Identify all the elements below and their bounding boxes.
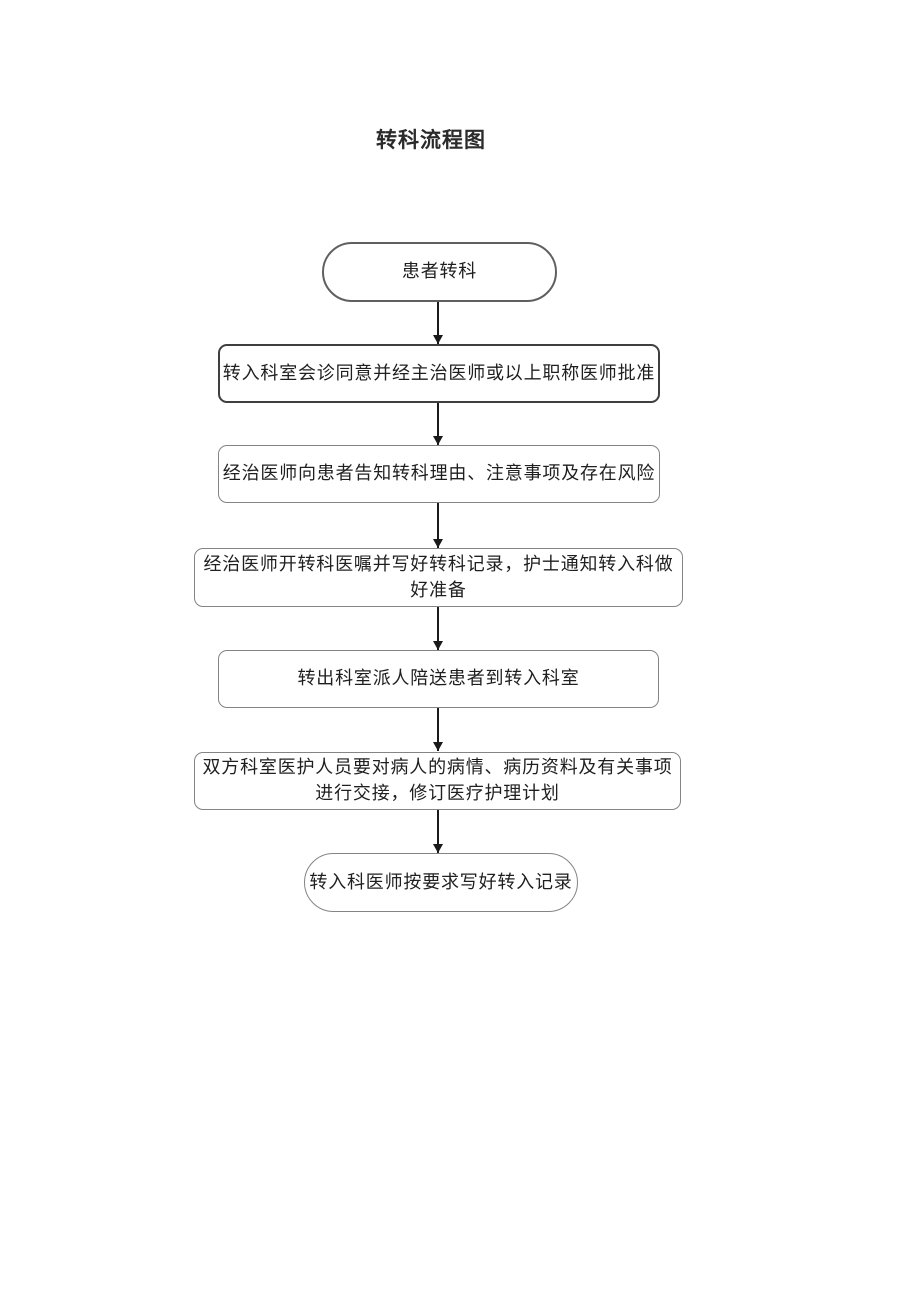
flow-arrow-2 xyxy=(437,403,439,445)
flow-arrow-3 xyxy=(437,503,439,548)
page-title: 转科流程图 xyxy=(376,128,486,152)
flow-arrow-4 xyxy=(437,607,439,650)
flow-arrow-6 xyxy=(437,810,439,853)
flow-node-inform-patient: 经治医师向患者告知转科理由、注意事项及存在风险 xyxy=(218,445,660,503)
flow-node-handover: 双方科室医护人员要对病人的病情、病历资料及有关事项 进行交接，修订医疗护理计划 xyxy=(194,752,681,810)
flow-node-end-transfer-record: 转入科医师按要求写好转入记录 xyxy=(304,853,578,912)
flow-node-escort-patient: 转出科室派人陪送患者到转入科室 xyxy=(218,650,659,708)
flow-node-transfer-order: 经治医师开转科医嘱并写好转科记录，护士通知转入科做 好准备 xyxy=(194,548,683,607)
flow-arrow-5 xyxy=(437,708,439,751)
flow-arrow-1 xyxy=(437,302,439,344)
flow-node-consult-approval: 转入科室会诊同意并经主治医师或以上职称医师批准 xyxy=(218,344,660,403)
flow-node-start-patient-transfer: 患者转科 xyxy=(322,242,557,302)
